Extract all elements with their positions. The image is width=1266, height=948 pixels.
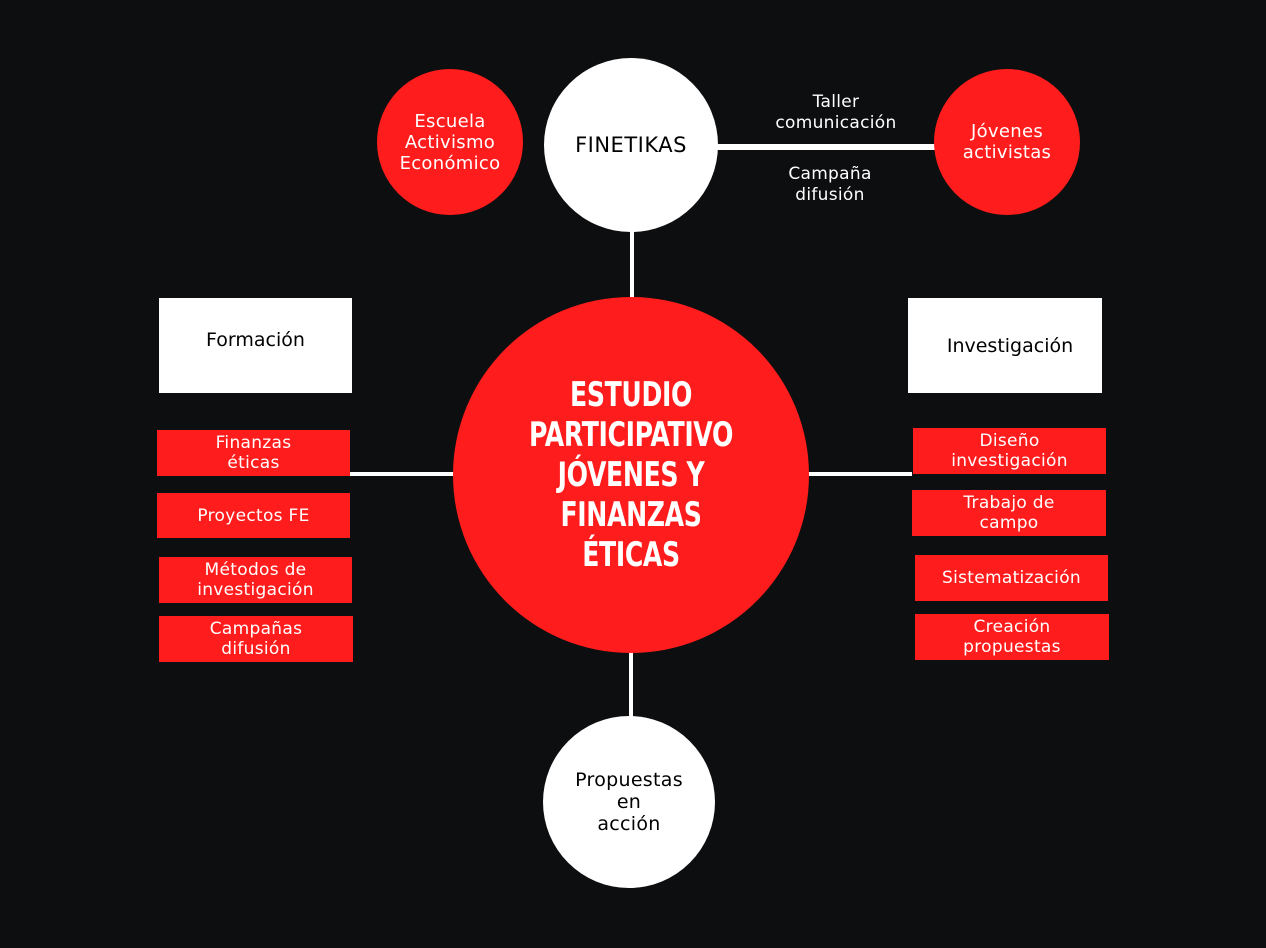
branch-header-formacion-label: Formación — [206, 328, 305, 351]
right-item-label: Sistematización — [942, 568, 1081, 588]
right-item-label: Trabajo de campo — [963, 493, 1055, 533]
node-finetikas-label: FINETIKAS — [575, 133, 687, 157]
left-item-label: Finanzas éticas — [215, 433, 292, 473]
node-center-topic: ESTUDIO PARTICIPATIVO JÓVENES Y FINANZAS… — [453, 297, 809, 653]
left-item-label: Proyectos FE — [197, 505, 310, 526]
connector-center-to-bottom — [629, 652, 633, 718]
node-escuela-label: Escuela Activismo Económico — [399, 110, 501, 174]
right-item-label: Creación propuestas — [963, 617, 1061, 657]
node-finetikas: FINETIKAS — [544, 58, 718, 232]
left-item-campanas-difusion: Campañas difusión — [159, 616, 353, 662]
left-item-finanzas-eticas: Finanzas éticas — [157, 430, 350, 476]
left-item-metodos-investigacion: Métodos de investigación — [159, 557, 352, 603]
branch-header-investigacion: Investigación — [908, 298, 1102, 393]
right-item-trabajo-campo: Trabajo de campo — [912, 490, 1106, 536]
node-escuela-activismo: Escuela Activismo Económico — [377, 69, 523, 215]
node-jovenes-activistas: Jóvenes activistas — [934, 69, 1080, 215]
connector-label-taller: Taller comunicación — [775, 92, 897, 133]
left-item-label: Métodos de investigación — [197, 560, 314, 600]
connector-center-to-left — [350, 472, 456, 476]
connector-center-to-right — [806, 472, 912, 476]
right-item-sistematizacion: Sistematización — [915, 555, 1108, 601]
node-propuestas-label: Propuestas en acción — [575, 769, 683, 835]
connector-top-to-center — [630, 228, 634, 300]
left-item-proyectos-fe: Proyectos FE — [157, 493, 350, 538]
left-item-label: Campañas difusión — [209, 619, 303, 659]
right-item-label: Diseño investigación — [951, 431, 1068, 471]
node-jovenes-label: Jóvenes activistas — [962, 121, 1052, 163]
center-title: ESTUDIO PARTICIPATIVO JÓVENES Y FINANZAS… — [529, 375, 733, 575]
node-propuestas-accion: Propuestas en acción — [543, 716, 715, 888]
connector-label-campana: Campaña difusión — [788, 164, 872, 205]
right-item-diseno-investigacion: Diseño investigación — [913, 428, 1106, 474]
branch-header-formacion: Formación — [159, 298, 352, 393]
connector-finetikas-to-jovenes — [714, 144, 938, 150]
branch-header-investigacion-label: Investigación — [946, 334, 1074, 357]
right-item-creacion-propuestas: Creación propuestas — [915, 614, 1109, 660]
